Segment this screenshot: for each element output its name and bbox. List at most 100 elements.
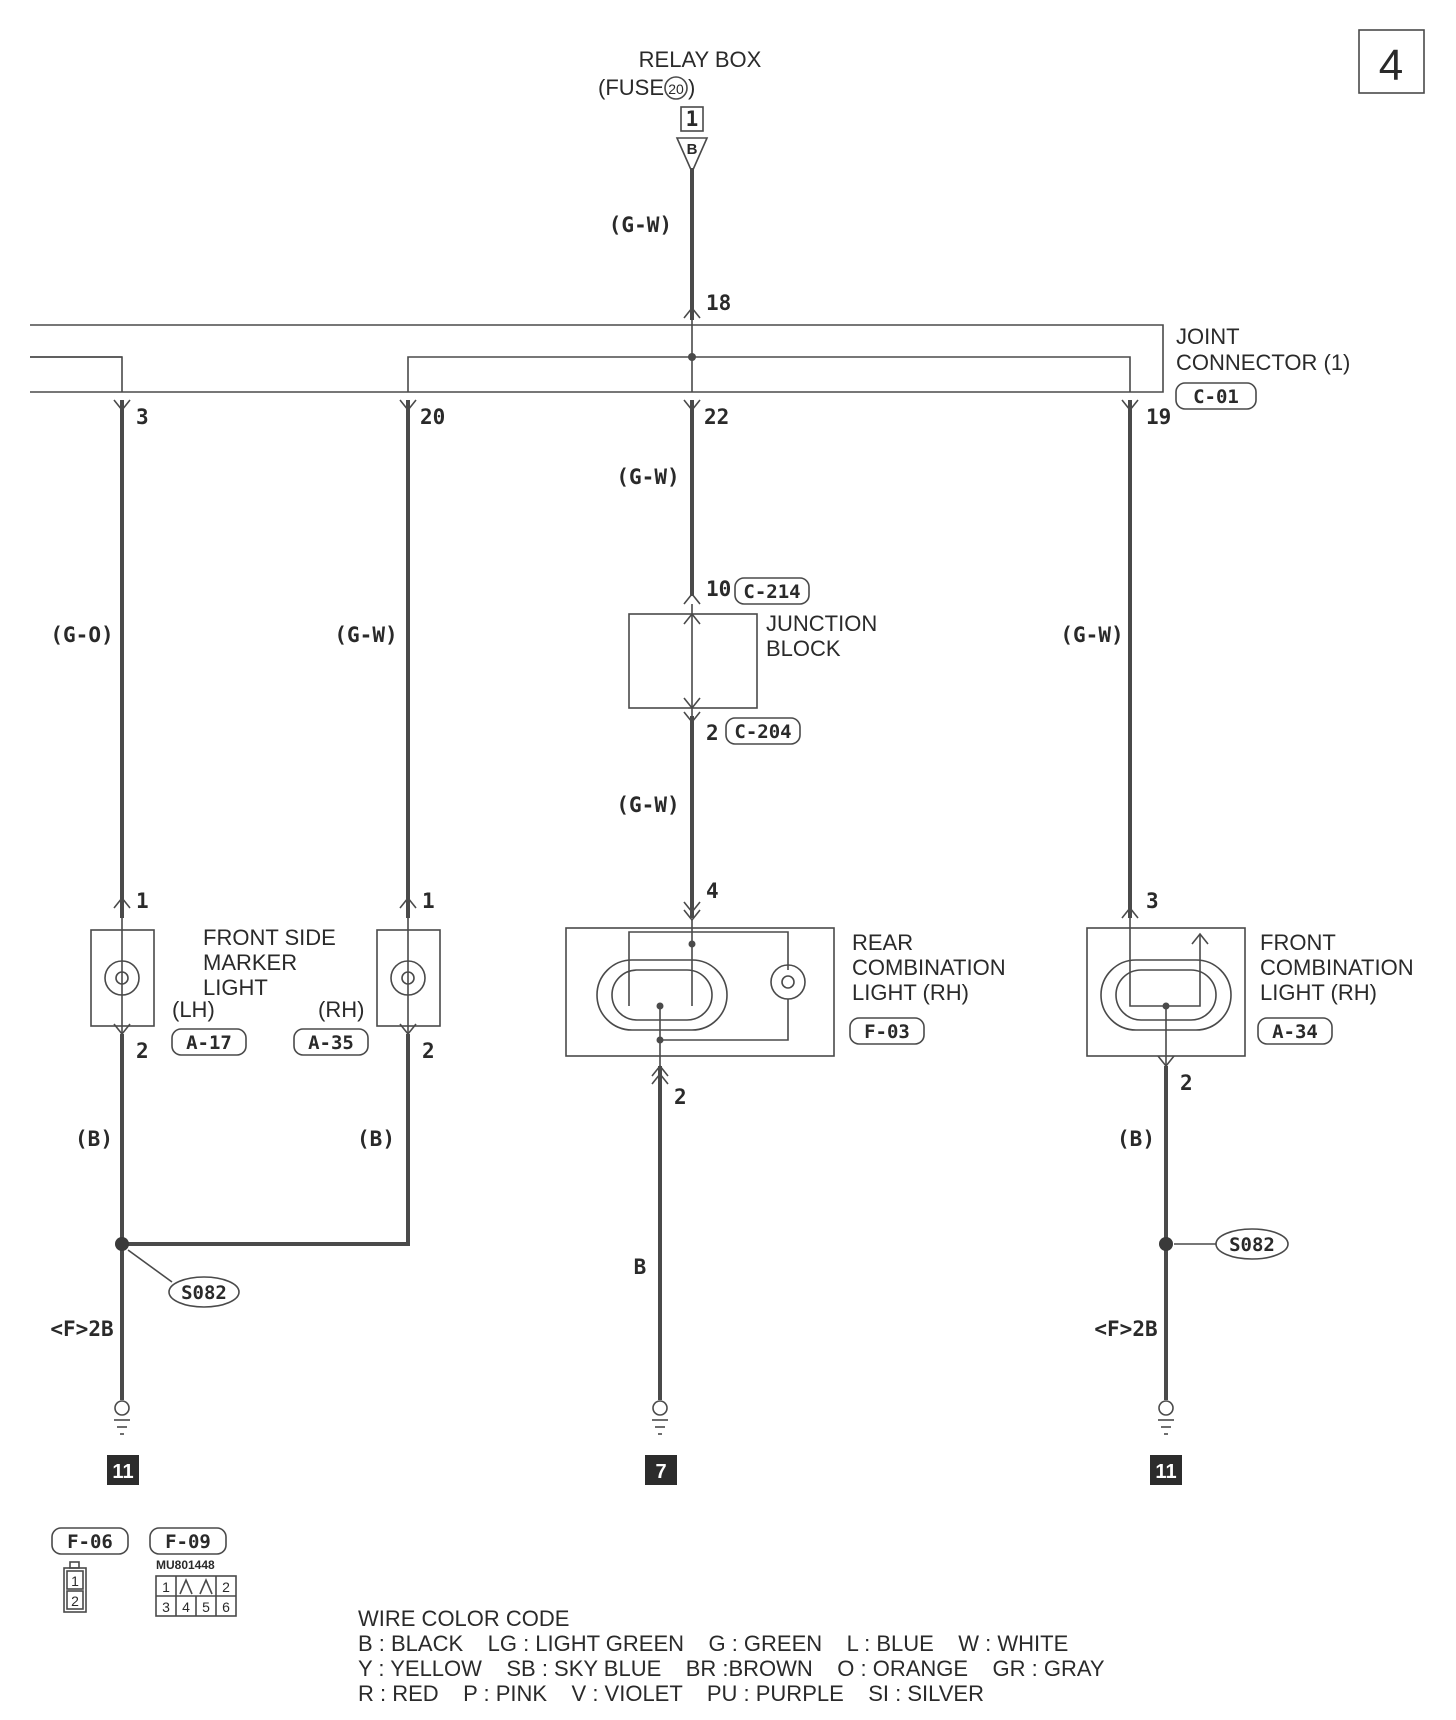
front-side-marker-rh: (RH)	[318, 997, 364, 1022]
front-side-marker-label-1: FRONT SIDE	[203, 925, 336, 950]
fuse-number-circle	[664, 76, 688, 100]
rear-combination-code-box	[849, 1017, 925, 1045]
ground-number-left-box	[107, 1455, 139, 1485]
lh-code-box	[171, 1028, 247, 1056]
connector-f06-face	[63, 1567, 87, 1613]
rear-combination-box	[565, 927, 835, 1057]
junction-out-code: C-204	[734, 721, 791, 743]
junction-in-pin: 10	[706, 577, 731, 601]
splice-dot	[115, 1237, 129, 1251]
connector-f06-code-box	[51, 1527, 129, 1555]
joint-connector-label-1: JOINT	[1176, 324, 1240, 349]
bulb-filament-icon	[401, 971, 415, 985]
page-number: 4	[1379, 41, 1403, 90]
rear-pin-bottom: 2	[674, 1085, 687, 1109]
front-combination-pin-top: 3	[1146, 889, 1159, 913]
junction-out-pin: 2	[706, 721, 719, 745]
ground-ref-left: <F>2B	[50, 1317, 113, 1341]
front-side-marker-lh: (LH)	[172, 997, 215, 1022]
relay-box-pin-letter: B	[687, 141, 698, 158]
splice-left: S082	[181, 1282, 227, 1304]
splice-right-ellipse	[1215, 1228, 1289, 1260]
wire-color-code-row: Y : YELLOW SB : SKY BLUE BR :BROWN O : O…	[358, 1656, 1105, 1681]
joint-connector-code: C-01	[1193, 386, 1239, 408]
rh-pin-top: 1	[422, 889, 435, 913]
connector-lock-icon	[179, 1577, 193, 1595]
relay-box-fuse-close: )	[688, 75, 695, 100]
wire-color-code-title: WIRE COLOR CODE	[358, 1606, 569, 1631]
connector-f06-pin: 1	[71, 1573, 79, 1589]
relay-box-terminal-icon	[675, 137, 709, 174]
bulb-icon	[770, 964, 806, 1000]
wire-color-center-lower: (G-W)	[616, 793, 679, 817]
rh-code: A-35	[308, 1032, 354, 1054]
splice-right: S082	[1229, 1234, 1275, 1256]
ground-terminal-icon	[114, 1400, 130, 1416]
pin-arrow-fc-3	[1121, 906, 1139, 919]
joint-pin-22: 22	[704, 405, 729, 429]
relay-box-pin-box	[680, 106, 704, 132]
wire-color-left-ground: (B)	[75, 1127, 113, 1151]
connector-f06-pin: 2	[71, 1593, 79, 1609]
ground-number-center: 7	[655, 1461, 666, 1483]
wire-rh-ground	[122, 1034, 410, 1246]
relay-box-pin: 1	[686, 107, 699, 131]
junction-in-code-box	[734, 577, 810, 605]
pin-arrow-rh-1	[399, 896, 417, 909]
wire-color-right: (G-W)	[1060, 623, 1123, 647]
joint-bus-left	[30, 356, 123, 392]
splice-dot	[1159, 1237, 1173, 1251]
ground-number-center-box	[645, 1455, 677, 1485]
rear-combination-code: F-03	[864, 1021, 910, 1043]
front-combination-code-box	[1257, 1017, 1333, 1045]
connector-f09-code: F-09	[165, 1531, 211, 1553]
wire-color-code-row: R : RED P : PINK V : VIOLET PU : PURPLE …	[358, 1681, 984, 1706]
rh-code-box	[293, 1028, 369, 1056]
ground-number-left: 11	[112, 1461, 133, 1483]
front-side-marker-label-3: LIGHT	[203, 975, 268, 1000]
bulb-icon	[104, 960, 140, 996]
ground-terminal-icon	[1158, 1400, 1174, 1416]
ground-number-right: 11	[1155, 1461, 1176, 1483]
joint-pin-3: 3	[136, 405, 149, 429]
junction-block-label-2: BLOCK	[766, 636, 841, 661]
page-number-box	[1358, 29, 1425, 94]
fuse-number: 20	[668, 81, 684, 97]
joint-pin-18: 18	[706, 291, 731, 315]
junction-in-code: C-214	[743, 581, 800, 603]
connector-f09-pin: 6	[222, 1599, 230, 1615]
wire-color-code-row: B : BLACK LG : LIGHT GREEN G : GREEN L :…	[358, 1631, 1068, 1656]
joint-connector-outline	[30, 324, 1164, 393]
connector-f06-code: F-06	[67, 1531, 113, 1553]
connector-f09-pin: 2	[222, 1579, 230, 1595]
joint-bus-main	[407, 356, 1131, 392]
ground-number-right-box	[1150, 1455, 1182, 1485]
joint-node	[688, 353, 696, 361]
rh-pin-bottom: 2	[422, 1039, 435, 1063]
joint-pin-19: 19	[1146, 405, 1171, 429]
rear-pin-top: 4	[706, 879, 719, 903]
rear-combination-label-1: REAR	[852, 930, 913, 955]
junction-block-box	[628, 613, 758, 709]
front-combination-label-1: FRONT	[1260, 930, 1336, 955]
front-combination-label-2: COMBINATION	[1260, 955, 1414, 980]
front-combination-pin-bottom: 2	[1180, 1071, 1193, 1095]
pin-arrow-rear-4	[683, 901, 701, 914]
splice-leader	[127, 1249, 173, 1283]
connector-f09-pin: 3	[162, 1599, 170, 1615]
rear-combination-bulb-icon	[596, 959, 728, 1031]
relay-box-fuse-label: (FUSE	[598, 75, 664, 100]
wire-color-right-ground: (B)	[1117, 1127, 1155, 1151]
connector-f09-pin: 4	[182, 1599, 190, 1615]
ground-ref-right: <F>2B	[1094, 1317, 1157, 1341]
front-combination-label-3: LIGHT (RH)	[1260, 980, 1377, 1005]
pin-arrow-18	[683, 306, 701, 319]
joint-connector-code-box	[1175, 382, 1257, 410]
pin-arrow-lh-1	[113, 896, 131, 909]
wire-color-left-mid: (G-W)	[334, 623, 397, 647]
rear-combination-label-2: COMBINATION	[852, 955, 1006, 980]
pin-arrow-10	[683, 592, 701, 605]
front-combination-code: A-34	[1272, 1021, 1318, 1043]
joint-connector-label-2: CONNECTOR (1)	[1176, 350, 1350, 375]
